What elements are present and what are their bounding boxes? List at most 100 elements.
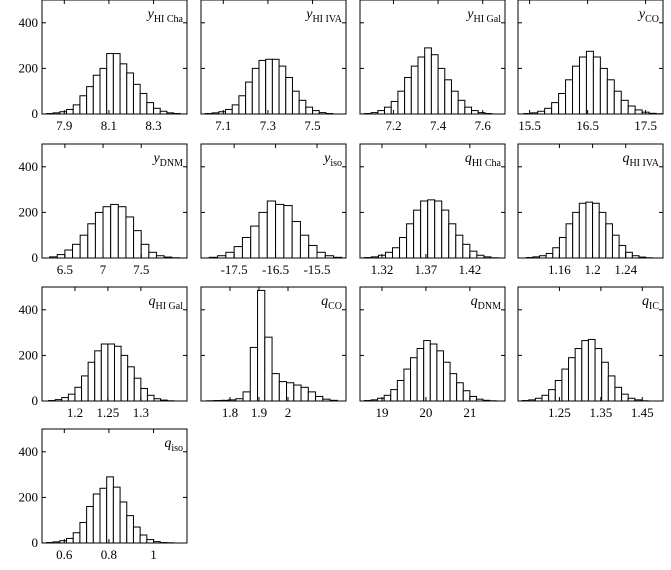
- histogram-panel: -17.5 -16.5 -15.5 yiso: [200, 143, 347, 277]
- histogram-bar: [87, 361, 96, 402]
- histogram-bar: [598, 211, 607, 259]
- histogram-bar: [299, 234, 310, 259]
- histogram-bar: [441, 209, 450, 259]
- histogram-bar: [67, 393, 76, 402]
- x-tick-label: -16.5: [262, 262, 289, 277]
- histogram-bar: [56, 254, 66, 259]
- panel-label: qHI Cha: [465, 151, 502, 169]
- y-tick-label: 0: [32, 250, 39, 265]
- histogram-bar: [585, 201, 594, 259]
- histogram-bar: [86, 506, 94, 544]
- histogram-bar: [581, 340, 589, 402]
- histogram-bar: [278, 381, 288, 402]
- x-tick-label: 2: [285, 405, 292, 420]
- panel-label: yCO: [637, 7, 659, 25]
- x-tick-label: 1.45: [631, 405, 654, 420]
- histogram-bar: [278, 65, 287, 115]
- axes-frame: [41, 286, 188, 402]
- histogram-bar: [148, 251, 157, 259]
- histogram-bar: [102, 206, 112, 259]
- x-tick-label: 1.8: [222, 405, 238, 420]
- histogram-bar: [606, 79, 615, 115]
- panel-label-subscript: IC: [649, 301, 659, 312]
- panel-label-subscript: HI IVA: [312, 14, 342, 25]
- histogram-bar: [457, 99, 466, 115]
- panel-label-symbol: q: [321, 294, 328, 309]
- histogram-bar: [464, 106, 473, 115]
- panel-label: yiso: [322, 151, 342, 169]
- histogram-bar: [607, 375, 616, 402]
- panel-label-subscript: iso: [171, 443, 183, 454]
- histogram-bar: [251, 67, 260, 115]
- histogram-bar: [66, 537, 74, 544]
- histogram-bar: [125, 216, 135, 259]
- histogram-bar: [79, 234, 89, 259]
- x-tick-label: 7: [100, 262, 107, 277]
- panel-label-symbol: y: [151, 151, 160, 166]
- histogram-bar: [242, 391, 251, 402]
- histogram-bar: [119, 501, 128, 544]
- histogram-bar: [406, 223, 415, 259]
- y-tick-label: 400: [19, 15, 39, 30]
- x-tick-label: 7.5: [133, 262, 149, 277]
- panel-label-subscript: HI Cha: [472, 158, 502, 169]
- panel-label-symbol: q: [465, 151, 472, 166]
- histogram-bar: [397, 90, 406, 115]
- histogram-bar: [450, 90, 459, 115]
- histogram-bar: [258, 59, 267, 115]
- histogram-bar: [92, 74, 101, 115]
- x-tick-label: 7.2: [385, 118, 401, 133]
- panel-label-symbol: y: [146, 7, 155, 22]
- x-tick-label: 21: [463, 405, 476, 420]
- panel-label: qDNM: [471, 294, 501, 312]
- histogram-bar: [231, 104, 240, 115]
- histogram-bar: [456, 382, 464, 402]
- histogram-bar: [621, 393, 629, 402]
- histogram-bar: [106, 53, 114, 115]
- histogram-bar: [399, 236, 408, 259]
- x-tick-label: 1.32: [371, 262, 394, 277]
- histogram-bar: [587, 338, 596, 402]
- histogram-bar: [618, 244, 627, 259]
- x-tick-label: 16.5: [576, 118, 599, 133]
- histogram-bar: [594, 348, 603, 402]
- axes-frame: [359, 143, 506, 259]
- axes-frame: [200, 286, 347, 402]
- histogram-bar: [126, 72, 134, 115]
- histogram-bar: [430, 54, 439, 115]
- panel-label-symbol: q: [622, 151, 629, 166]
- histogram-bar: [100, 343, 109, 402]
- histogram-bar: [117, 206, 127, 259]
- y-tick-label: 200: [19, 347, 39, 362]
- panel-label: qiso: [164, 436, 183, 454]
- histogram-bar: [384, 251, 394, 259]
- histogram-bar: [312, 110, 320, 115]
- histogram-bar: [444, 79, 452, 115]
- histogram-bar: [611, 234, 620, 259]
- panel-label: yHI Gal: [465, 7, 501, 25]
- histogram-bar: [300, 386, 309, 402]
- histogram-bar: [404, 77, 412, 115]
- histogram-bar: [266, 200, 277, 259]
- y-tick-label: 200: [19, 60, 39, 75]
- histogram-bar: [120, 354, 129, 402]
- histogram-bar: [469, 250, 478, 259]
- histogram-bar: [434, 200, 443, 259]
- x-tick-label: 1.37: [415, 262, 438, 277]
- x-tick-label: 7.3: [260, 118, 276, 133]
- histogram-bar: [437, 67, 446, 115]
- histogram-bar: [139, 92, 148, 115]
- panel-label-symbol: y: [465, 7, 474, 22]
- x-tick-label: -17.5: [221, 262, 248, 277]
- histogram-bar: [558, 236, 567, 259]
- x-tick-label: -15.5: [303, 262, 330, 277]
- panel-label-symbol: q: [149, 294, 156, 309]
- histogram-bar: [72, 243, 81, 259]
